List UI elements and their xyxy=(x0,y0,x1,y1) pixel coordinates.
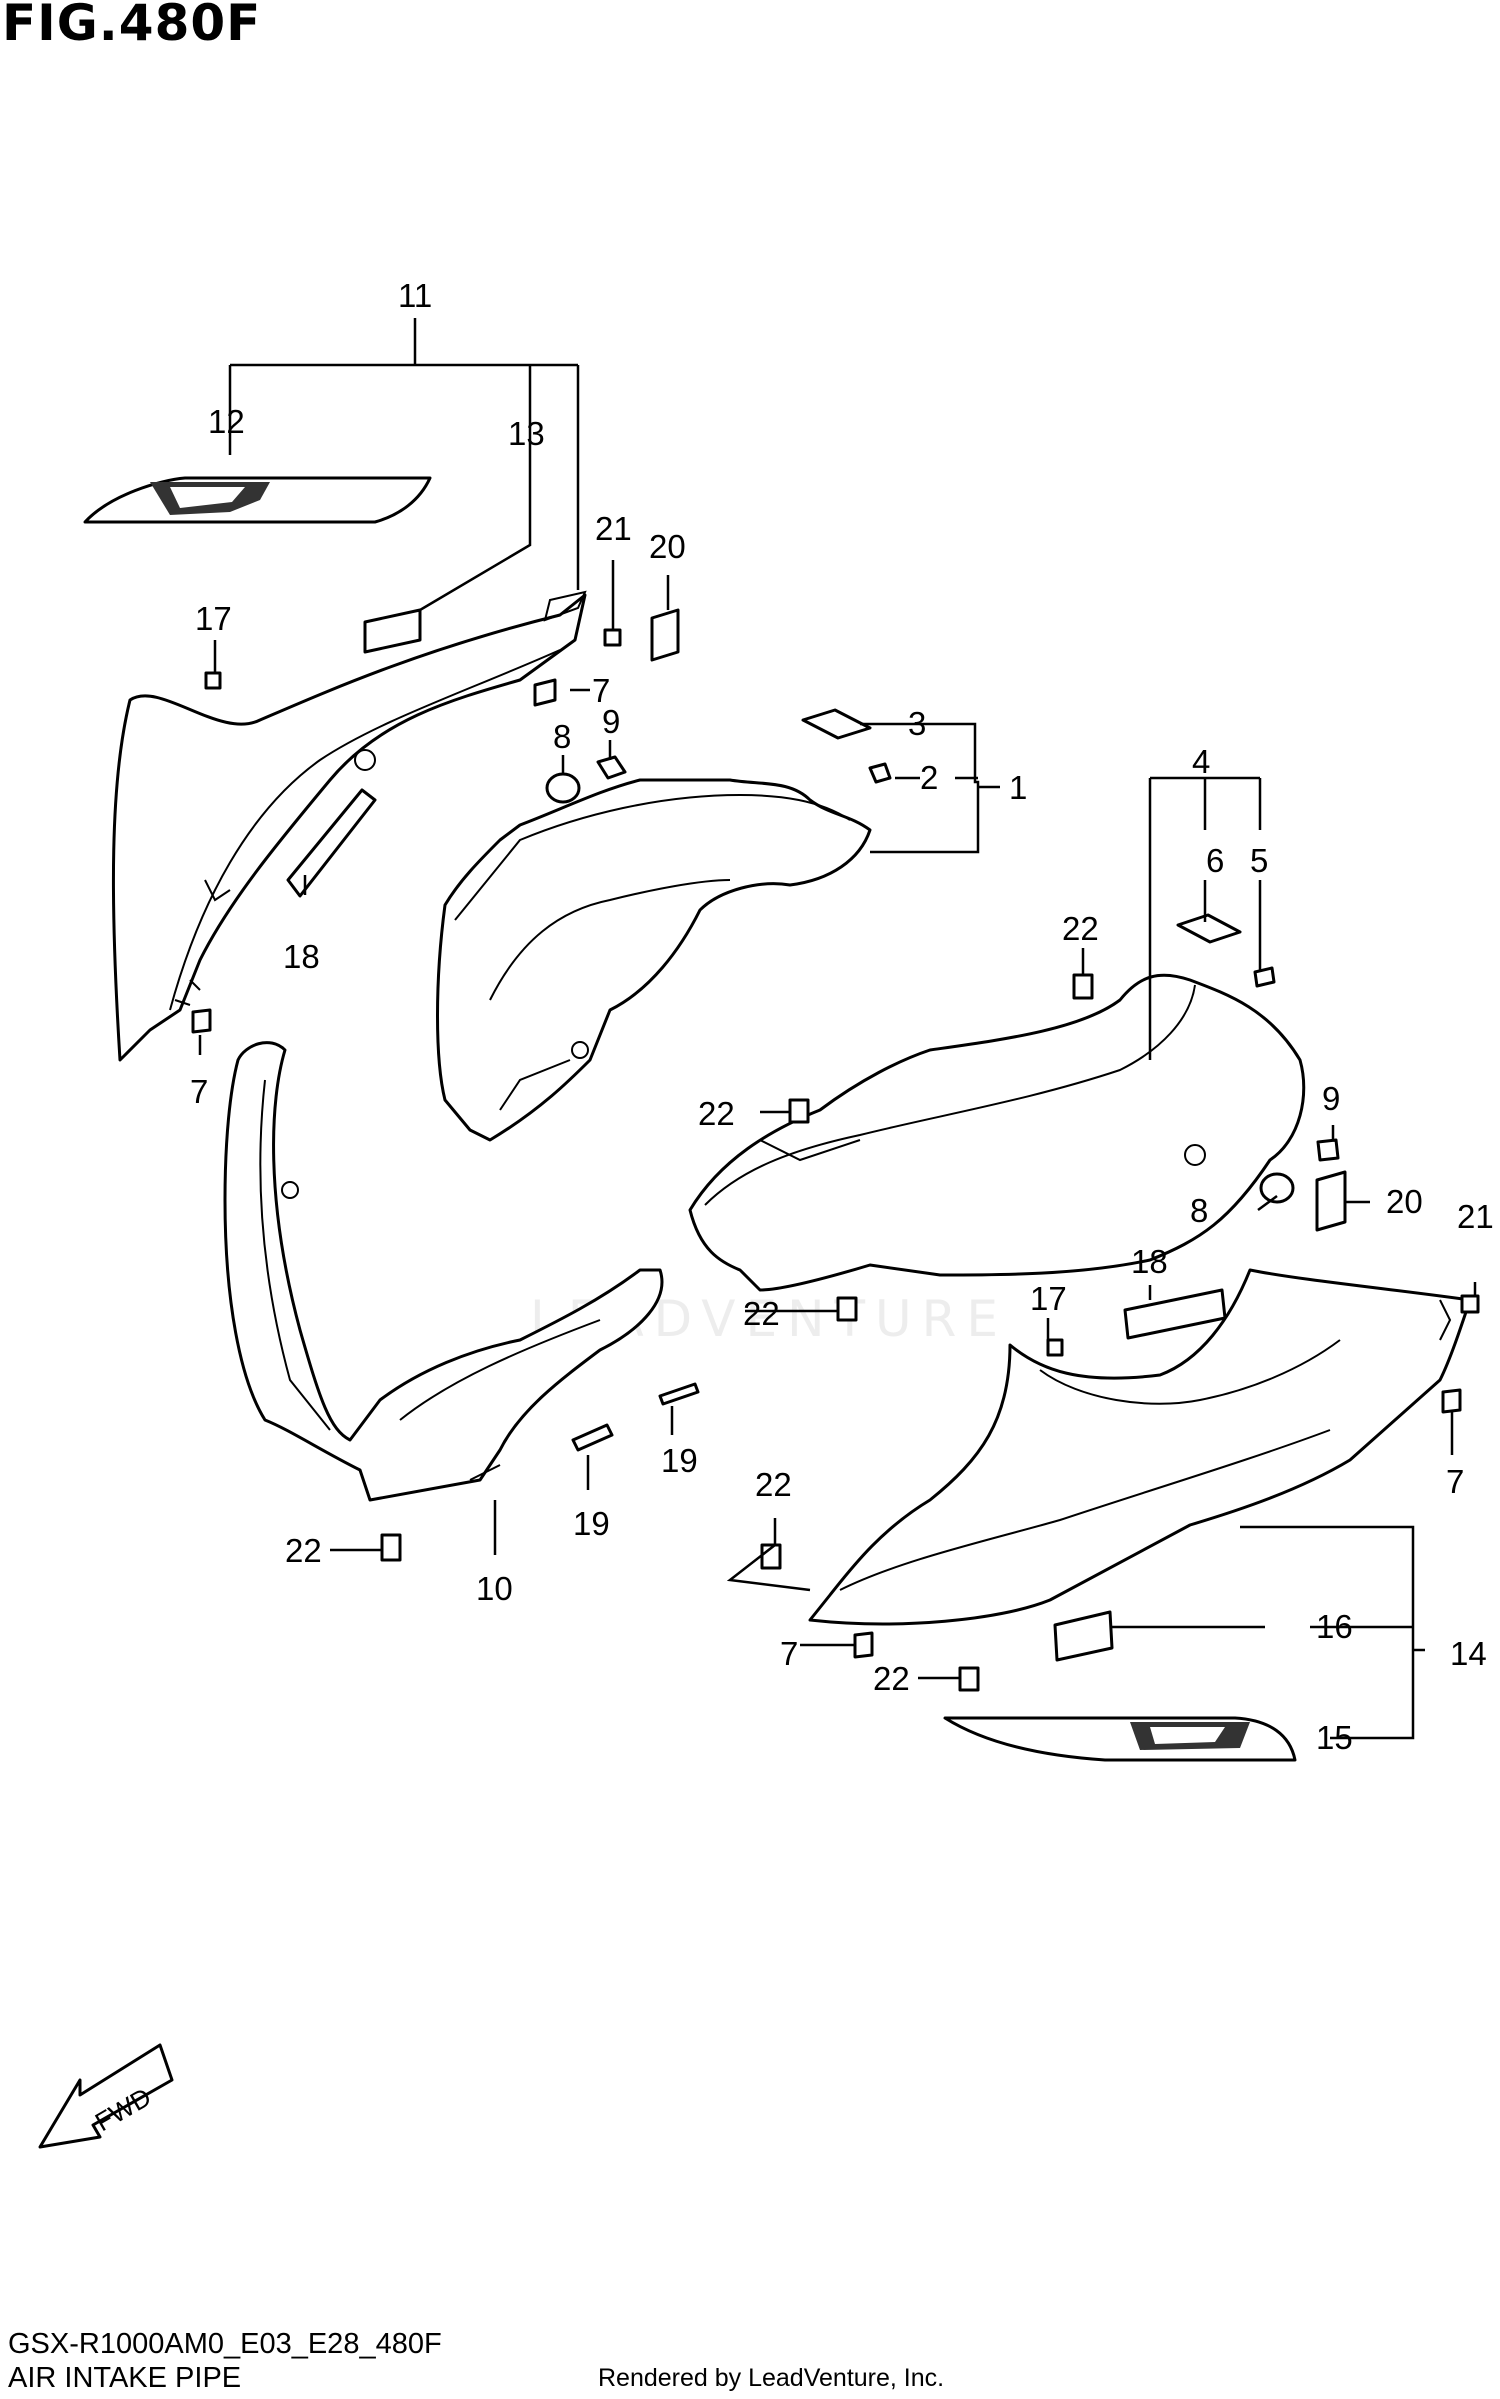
figure-title: FIG.480F xyxy=(2,0,262,52)
render-credit: Rendered by LeadVenture, Inc. xyxy=(598,2364,945,2392)
callout-17: 17 xyxy=(195,600,232,637)
right-lower-cover xyxy=(808,1268,1472,1626)
callout-3: 3 xyxy=(908,705,926,742)
callouts: 11 12 13 17 21 20 7 8 9 3 2 1 18 7 4 6 5… xyxy=(190,277,1494,1756)
callout-12: 12 xyxy=(208,403,245,440)
callout-21: 21 xyxy=(1457,1198,1494,1235)
callout-2: 2 xyxy=(920,759,938,796)
center-intake-duct xyxy=(436,778,872,1142)
nut-21b xyxy=(1460,1294,1480,1314)
decal-20-right xyxy=(1315,1170,1347,1232)
callout-19: 19 xyxy=(573,1505,610,1542)
clip-7c xyxy=(1441,1388,1462,1414)
callout-8: 8 xyxy=(1190,1192,1208,1229)
callout-16: 16 xyxy=(1316,1608,1353,1645)
decal-5 xyxy=(1253,966,1276,988)
callout-22: 22 xyxy=(743,1295,780,1332)
decal-12 xyxy=(83,476,432,524)
decal-2 xyxy=(868,762,892,784)
callout-5: 5 xyxy=(1250,842,1268,879)
decal-16 xyxy=(1053,1610,1114,1662)
fastener-22c xyxy=(836,1296,858,1322)
strip-19-a xyxy=(571,1423,614,1452)
callout-22: 22 xyxy=(873,1660,910,1697)
strip-19-b xyxy=(658,1382,700,1406)
nut-21a xyxy=(603,628,622,647)
screw-9a xyxy=(596,755,627,780)
decal-13 xyxy=(363,608,422,654)
callout-1: 1 xyxy=(1009,769,1027,806)
fwd-arrow: FWD xyxy=(38,2043,174,2149)
callout-15: 15 xyxy=(1316,1719,1353,1756)
callout-13: 13 xyxy=(508,415,545,452)
grommet-8b xyxy=(1259,1172,1295,1204)
callout-22: 22 xyxy=(698,1095,735,1132)
callout-7: 7 xyxy=(1446,1463,1464,1500)
strip-18-left xyxy=(286,788,377,898)
grommet-8a xyxy=(545,772,581,804)
decal-3 xyxy=(801,708,872,740)
decal-15 xyxy=(943,1716,1297,1762)
callout-18: 18 xyxy=(1131,1243,1168,1280)
callout-10: 10 xyxy=(476,1570,513,1607)
callout-6: 6 xyxy=(1206,842,1224,879)
fastener-22d xyxy=(380,1533,402,1562)
callout-9: 9 xyxy=(602,703,620,740)
clip-7a xyxy=(533,678,557,707)
decal-6 xyxy=(1176,913,1242,944)
callout-8: 8 xyxy=(553,718,571,755)
callout-22: 22 xyxy=(285,1532,322,1569)
callout-22: 22 xyxy=(755,1466,792,1503)
clip-7b xyxy=(191,1008,212,1034)
callout-17: 17 xyxy=(1030,1280,1067,1317)
callout-7: 7 xyxy=(190,1073,208,1110)
clip-7d xyxy=(853,1631,874,1659)
callout-14: 14 xyxy=(1450,1635,1487,1672)
screw-9b xyxy=(1316,1138,1340,1162)
callout-20: 20 xyxy=(649,528,686,565)
fastener-22b xyxy=(788,1098,810,1124)
callout-7: 7 xyxy=(592,672,610,709)
fastener-22f xyxy=(958,1666,980,1692)
model-code: GSX-R1000AM0_E03_E28_480F xyxy=(8,2328,442,2360)
callout-7: 7 xyxy=(780,1635,798,1672)
left-upper-cover xyxy=(111,590,587,1062)
right-intake-pipe xyxy=(688,973,1306,1292)
callout-20: 20 xyxy=(1386,1183,1423,1220)
strip-18-right xyxy=(1123,1288,1227,1340)
figure-caption: AIR INTAKE PIPE xyxy=(8,2362,242,2394)
fastener-22a xyxy=(1072,973,1094,1000)
callout-19: 19 xyxy=(661,1442,698,1479)
callout-21: 21 xyxy=(595,510,632,547)
callout-4: 4 xyxy=(1192,743,1210,780)
decal-20-left xyxy=(650,608,680,662)
lower-left-cover xyxy=(223,1041,664,1502)
callout-9: 9 xyxy=(1322,1080,1340,1117)
bolt-17b xyxy=(1046,1338,1064,1357)
callout-11: 11 xyxy=(398,277,432,314)
callout-22: 22 xyxy=(1062,910,1099,947)
leader-lines xyxy=(198,318,1477,1740)
bolt-17a xyxy=(204,671,222,690)
callout-18: 18 xyxy=(283,938,320,975)
